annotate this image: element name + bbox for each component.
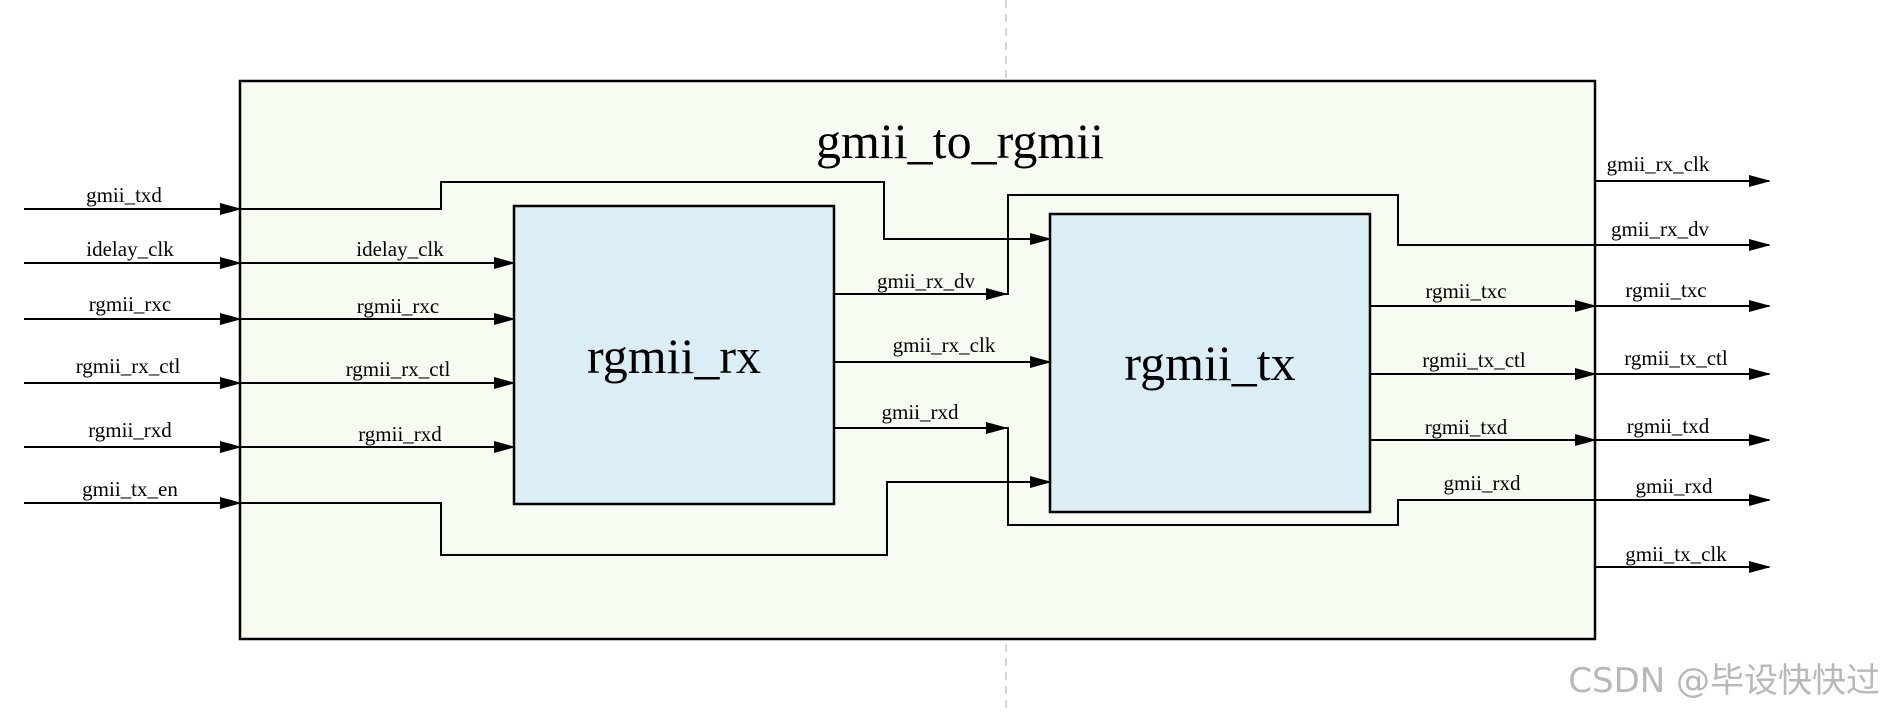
label-rx-rgmii-rx-ctl: rgmii_rx_ctl xyxy=(346,357,451,381)
label-tx-rgmii-tx-ctl: rgmii_tx_ctl xyxy=(1422,348,1526,372)
label-out-gmii-tx-clk: gmii_tx_clk xyxy=(1625,542,1727,566)
label-tx-rgmii-txc: rgmii_txc xyxy=(1425,279,1506,303)
wire-gmii-rx-dv-to-out xyxy=(1006,194,1771,295)
label-in-gmii-tx-en: gmii_tx_en xyxy=(82,477,178,501)
label-out-gmii-rx-dv: gmii_rx_dv xyxy=(1611,217,1709,241)
label-rx-idelay-clk: idelay_clk xyxy=(356,237,444,261)
label-in-gmii-txd: gmii_txd xyxy=(86,183,162,207)
wire-gmii-tx-en-to-tx xyxy=(240,476,1052,556)
outer-module-title: gmii_to_rgmii xyxy=(816,113,1104,169)
label-rx-gmii-rx-dv: gmii_rx_dv xyxy=(877,269,975,293)
watermark-text: CSDN @毕设快快过 xyxy=(1568,661,1880,701)
wire-gmii-rxd-to-out xyxy=(1006,427,1771,526)
label-rx-gmii-rxd: gmii_rxd xyxy=(882,400,959,424)
rgmii-rx-block xyxy=(512,204,836,506)
label-tx-rgmii-txd: rgmii_txd xyxy=(1425,415,1508,439)
label-out-gmii-rx-clk: gmii_rx_clk xyxy=(1607,152,1710,176)
label-rx-rgmii-rxd: rgmii_rxd xyxy=(358,422,442,446)
rgmii-tx-label: rgmii_tx xyxy=(1124,335,1295,391)
label-out-rgmii-txd: rgmii_txd xyxy=(1627,414,1710,438)
label-out-rgmii-txc: rgmii_txc xyxy=(1625,278,1706,302)
label-rx-gmii-rx-clk: gmii_rx_clk xyxy=(893,333,996,357)
label-tx-gmii-rxd: gmii_rxd xyxy=(1444,471,1521,495)
rgmii-rx-label: rgmii_rx xyxy=(587,328,761,384)
label-in-rgmii-rxd: rgmii_rxd xyxy=(88,418,172,442)
label-in-rgmii-rx-ctl: rgmii_rx_ctl xyxy=(76,354,181,378)
label-rx-rgmii-rxc: rgmii_rxc xyxy=(357,294,439,318)
rgmii-tx-block xyxy=(1048,212,1372,514)
label-out-rgmii-tx-ctl: rgmii_tx_ctl xyxy=(1624,346,1728,370)
wire-gmii-txd-to-tx xyxy=(240,181,1052,245)
label-in-idelay-clk: idelay_clk xyxy=(86,237,174,261)
label-out-gmii-rxd: gmii_rxd xyxy=(1636,474,1713,498)
label-in-rgmii-rxc: rgmii_rxc xyxy=(89,292,171,316)
